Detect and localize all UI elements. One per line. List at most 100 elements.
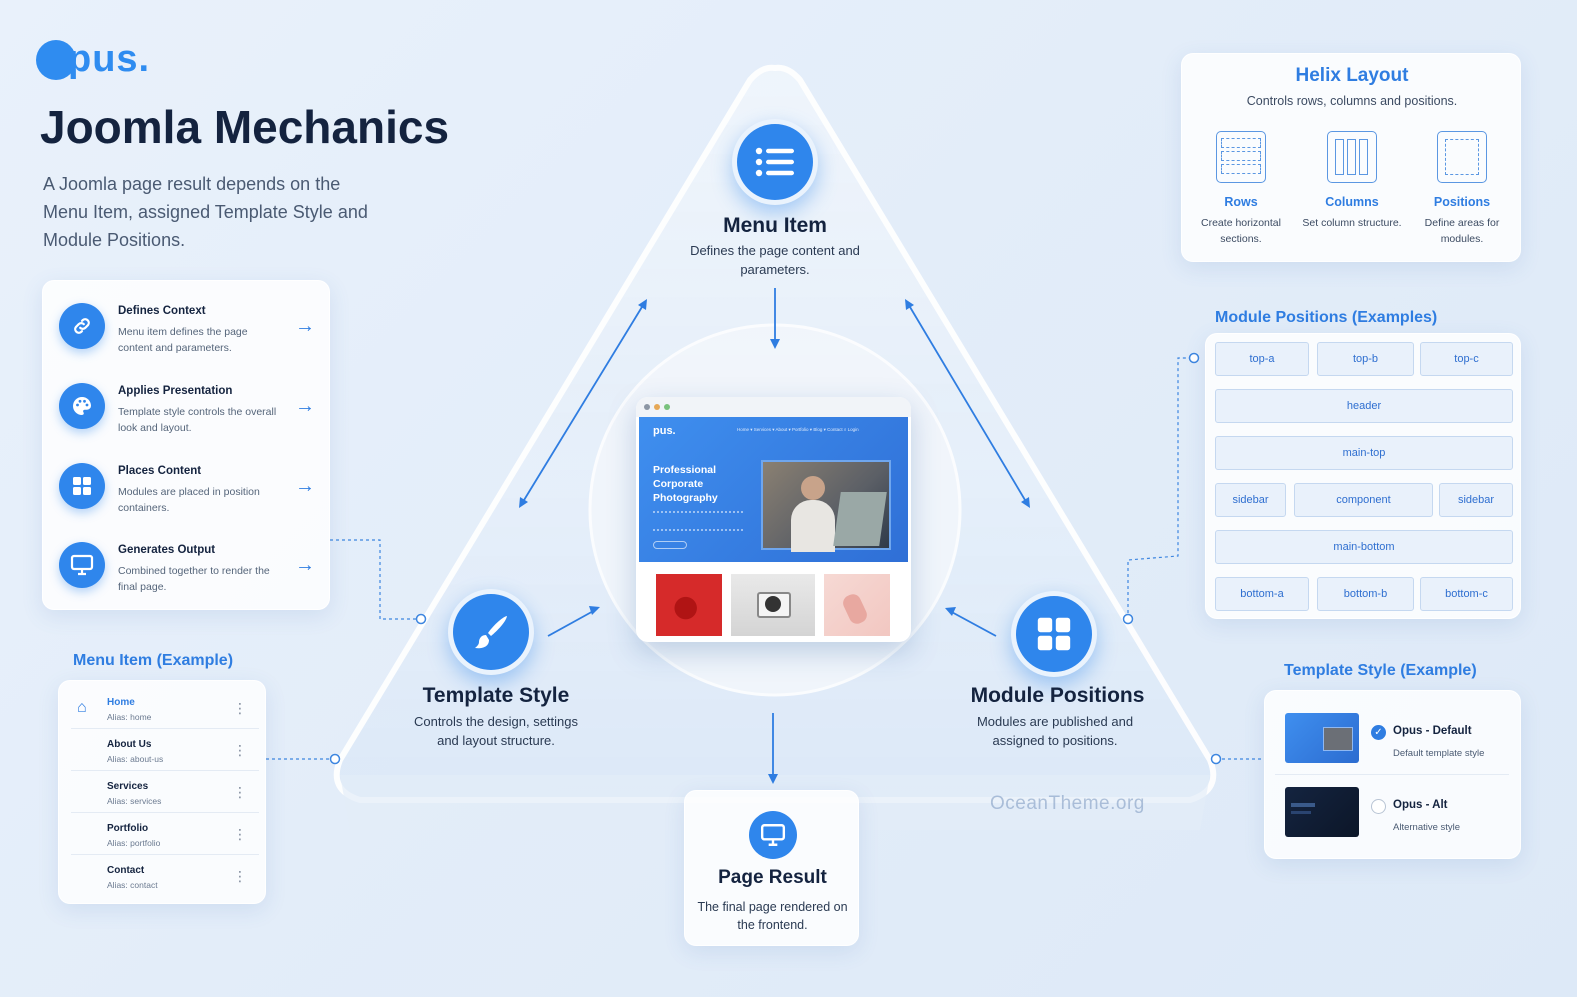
preview-thumb-camera <box>731 574 815 636</box>
more-vertical-icon[interactable]: ⋮ <box>233 700 247 716</box>
position-top-c[interactable]: top-c <box>1420 342 1513 376</box>
feature-desc: Template style controls the overall look… <box>118 406 277 434</box>
position-bottom-a[interactable]: bottom-a <box>1215 577 1309 611</box>
template-style-list: ✓ Opus - Default Default template style … <box>1264 690 1521 859</box>
template-style-alt[interactable]: Opus - Alt Alternative style <box>1275 775 1509 849</box>
template-style-name: Opus - Alt <box>1393 799 1448 811</box>
more-vertical-icon[interactable]: ⋮ <box>233 826 247 842</box>
feature-applies-presentation[interactable]: Applies Presentation Template style cont… <box>43 365 331 443</box>
template-thumb-default <box>1285 713 1359 763</box>
template-style-desc: Default template style <box>1393 748 1485 759</box>
position-bottom-c[interactable]: bottom-c <box>1420 577 1513 611</box>
template-thumb-alt <box>1285 787 1359 837</box>
position-sidebar-right[interactable]: sidebar <box>1439 483 1513 517</box>
grid-icon <box>1037 617 1071 651</box>
radio-unselected-icon[interactable] <box>1371 799 1386 814</box>
template-style-default[interactable]: ✓ Opus - Default Default template style <box>1275 701 1509 775</box>
position-bottom-b[interactable]: bottom-b <box>1317 577 1414 611</box>
menu-item-alias: Alias: portfolio <box>107 838 161 848</box>
monitor-icon <box>749 811 797 859</box>
home-icon: ⌂ <box>77 699 87 716</box>
feature-title: Places Content <box>118 465 202 477</box>
position-main-top[interactable]: main-top <box>1215 436 1513 470</box>
menu-item-node[interactable] <box>732 119 818 205</box>
helix-item-desc: Create horizontal sections. <box>1201 217 1281 245</box>
menu-item-desc: Defines the page content and parameters. <box>690 243 860 277</box>
more-vertical-icon[interactable]: ⋮ <box>233 742 247 758</box>
preview-button <box>653 541 687 549</box>
preview-subtext <box>653 511 743 531</box>
menu-item-title: Home <box>107 697 135 708</box>
feature-title: Defines Context <box>118 305 206 317</box>
menu-row-home[interactable]: ⌂ Home Alias: home ⋮ <box>71 687 259 729</box>
position-component[interactable]: component <box>1294 483 1433 517</box>
menu-example-title: Menu Item (Example) <box>73 652 234 669</box>
module-positions-desc: Modules are published and assigned to po… <box>976 714 1134 748</box>
menu-item-alias: Alias: about-us <box>107 754 164 764</box>
palette-icon <box>59 383 105 429</box>
menu-item-title: About Us <box>107 739 152 750</box>
radio-selected-icon[interactable]: ✓ <box>1371 725 1386 740</box>
more-vertical-icon[interactable]: ⋮ <box>233 784 247 800</box>
rows-icon <box>1216 131 1266 183</box>
helix-columns[interactable]: Columns Set column structure. <box>1296 131 1408 231</box>
arrow-right-icon: → <box>295 315 315 337</box>
menu-row-services[interactable]: Services Alias: services ⋮ <box>71 771 259 813</box>
intro-text: A Joomla page result depends on the Menu… <box>43 174 368 250</box>
browser-bar <box>636 397 911 417</box>
menu-example-list: ⌂ Home Alias: home ⋮ About Us Alias: abo… <box>58 680 266 904</box>
helix-positions[interactable]: Positions Define areas for modules. <box>1406 131 1518 247</box>
page-title: Joomla Mechanics <box>40 101 450 153</box>
template-style-name: Opus - Default <box>1393 725 1472 737</box>
position-header[interactable]: header <box>1215 389 1513 423</box>
module-positions-grid: top-a top-b top-c header main-top sideba… <box>1205 333 1521 619</box>
template-style-node[interactable] <box>448 589 534 675</box>
module-positions-node[interactable] <box>1011 591 1097 677</box>
template-style-desc: Controls the design, settings and layout… <box>413 714 579 748</box>
opus-logo[interactable]: pus. <box>36 38 150 81</box>
helix-rows[interactable]: Rows Create horizontal sections. <box>1185 131 1297 247</box>
feature-desc: Modules are placed in position container… <box>118 486 260 514</box>
arrow-right-icon: → <box>295 475 315 497</box>
preview-thumb-red <box>656 574 722 636</box>
helix-subtitle: Controls rows, columns and positions. <box>1246 94 1458 108</box>
helix-item-label: Columns <box>1325 195 1379 209</box>
position-main-bottom[interactable]: main-bottom <box>1215 530 1513 564</box>
watermark: OceanTheme.org <box>990 793 1145 814</box>
link-icon <box>59 303 105 349</box>
grid-icon <box>59 463 105 509</box>
menu-row-contact[interactable]: Contact Alias: contact ⋮ <box>71 855 259 897</box>
page-result-card[interactable]: Page Result The final page rendered on t… <box>684 790 859 946</box>
preview-nav: Home ▾ Services ▾ About ▾ Portfolio ▾ Bl… <box>737 427 859 432</box>
preview-headline: Professional Corporate Photography <box>653 464 718 504</box>
menu-item-alias: Alias: home <box>107 712 152 722</box>
position-top-b[interactable]: top-b <box>1317 342 1414 376</box>
template-style-desc: Alternative style <box>1393 822 1461 833</box>
feature-desc: Menu item defines the page content and p… <box>118 326 248 354</box>
logo-text: pus. <box>68 38 151 80</box>
preview-thumb-pink <box>824 574 890 636</box>
menu-row-portfolio[interactable]: Portfolio Alias: portfolio ⋮ <box>71 813 259 855</box>
feature-defines-context[interactable]: Defines Context Menu item defines the pa… <box>43 285 331 363</box>
feature-title: Generates Output <box>118 544 216 556</box>
website-preview: pus. Home ▾ Services ▾ About ▾ Portfolio… <box>636 397 911 642</box>
page-result-title: Page Result <box>718 867 827 888</box>
position-top-a[interactable]: top-a <box>1215 342 1309 376</box>
feature-title: Applies Presentation <box>118 385 233 397</box>
menu-item-title: Services <box>107 781 149 792</box>
menu-item-title: Portfolio <box>107 823 149 834</box>
page-result-desc: The final page rendered on the frontend. <box>697 900 848 932</box>
helix-title: Helix Layout <box>1295 65 1409 86</box>
columns-icon <box>1327 131 1377 183</box>
feature-places-content[interactable]: Places Content Modules are placed in pos… <box>43 445 331 523</box>
menu-item-title: Contact <box>107 865 145 876</box>
menu-row-about[interactable]: About Us Alias: about-us ⋮ <box>71 729 259 771</box>
helix-item-label: Positions <box>1433 195 1491 209</box>
more-vertical-icon[interactable]: ⋮ <box>233 868 247 884</box>
preview-hero: pus. Home ▾ Services ▾ About ▾ Portfolio… <box>639 417 908 562</box>
module-positions-example-title: Module Positions (Examples) <box>1215 309 1438 326</box>
position-sidebar-left[interactable]: sidebar <box>1215 483 1286 517</box>
feature-generates-output[interactable]: Generates Output Combined together to re… <box>43 524 331 602</box>
helix-layout-card: Helix Layout Controls rows, columns and … <box>1181 53 1521 262</box>
logo-mark <box>36 39 76 80</box>
